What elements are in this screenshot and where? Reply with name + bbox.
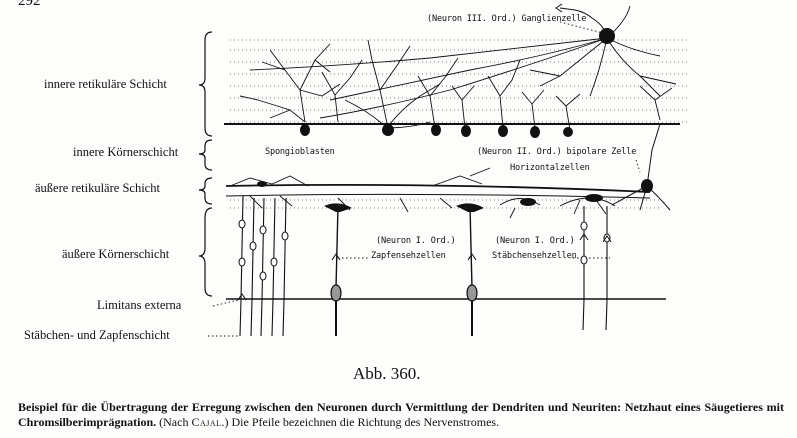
brace-outer-nuclear <box>198 207 213 297</box>
caption-bold: Beispiel für die Übertragung der Erregun… <box>18 400 784 429</box>
rod-cells-left <box>239 195 287 337</box>
layer-label-rods-cones: Stäbchen- und Zapfenschicht <box>24 328 170 342</box>
retina-illustration <box>198 3 690 337</box>
caption-post: .) Die Pfeile bezeichnen die Richtung de… <box>221 415 500 429</box>
annotation-cone-cells: Zapfensehzellen <box>371 251 446 261</box>
annotation-rod-cells: Stäbchensehzellen <box>492 251 577 261</box>
annotation-rod-neuron: (Neuron I. Ord.) <box>495 236 575 246</box>
layer-label-inner-nuclear: innere Körnerschicht <box>73 145 179 159</box>
annotation-spongioblasts: Spongioblasten <box>265 147 335 157</box>
figure-number: Abb. 360. <box>353 364 421 383</box>
brace-inner-nuclear <box>198 139 213 171</box>
layer-label-outer-nuclear: äußere Körnerschicht <box>62 247 170 261</box>
layer-label-inner-reticular: innere retikuläre Schicht <box>44 77 167 91</box>
layer-label-outer-reticular: äußere retikuläre Schicht <box>35 181 160 195</box>
annotation-horizontal-cells: Horizontalzellen <box>510 163 590 173</box>
caption-author: Cajal <box>191 415 222 429</box>
page-number: 292 <box>18 0 41 9</box>
figure-caption: Beispiel für die Übertragung der Erregun… <box>18 400 784 430</box>
annotation-cone-neuron: (Neuron I. Ord.) <box>376 236 456 246</box>
brace-inner-reticular <box>198 31 213 137</box>
leader-limitans <box>212 299 239 307</box>
brace-outer-reticular <box>198 177 213 205</box>
annotation-ganglion-cell: (Neuron III. Ord.) Ganglienzelle <box>427 14 587 24</box>
layer-label-limitans-externa: Limitans externa <box>97 298 182 312</box>
annotation-bipolar-cell: (Neuron II. Ord.) bipolare Zelle <box>477 147 637 157</box>
inner-nuclear-cells <box>300 28 653 193</box>
caption-pre: (Nach <box>159 415 189 429</box>
